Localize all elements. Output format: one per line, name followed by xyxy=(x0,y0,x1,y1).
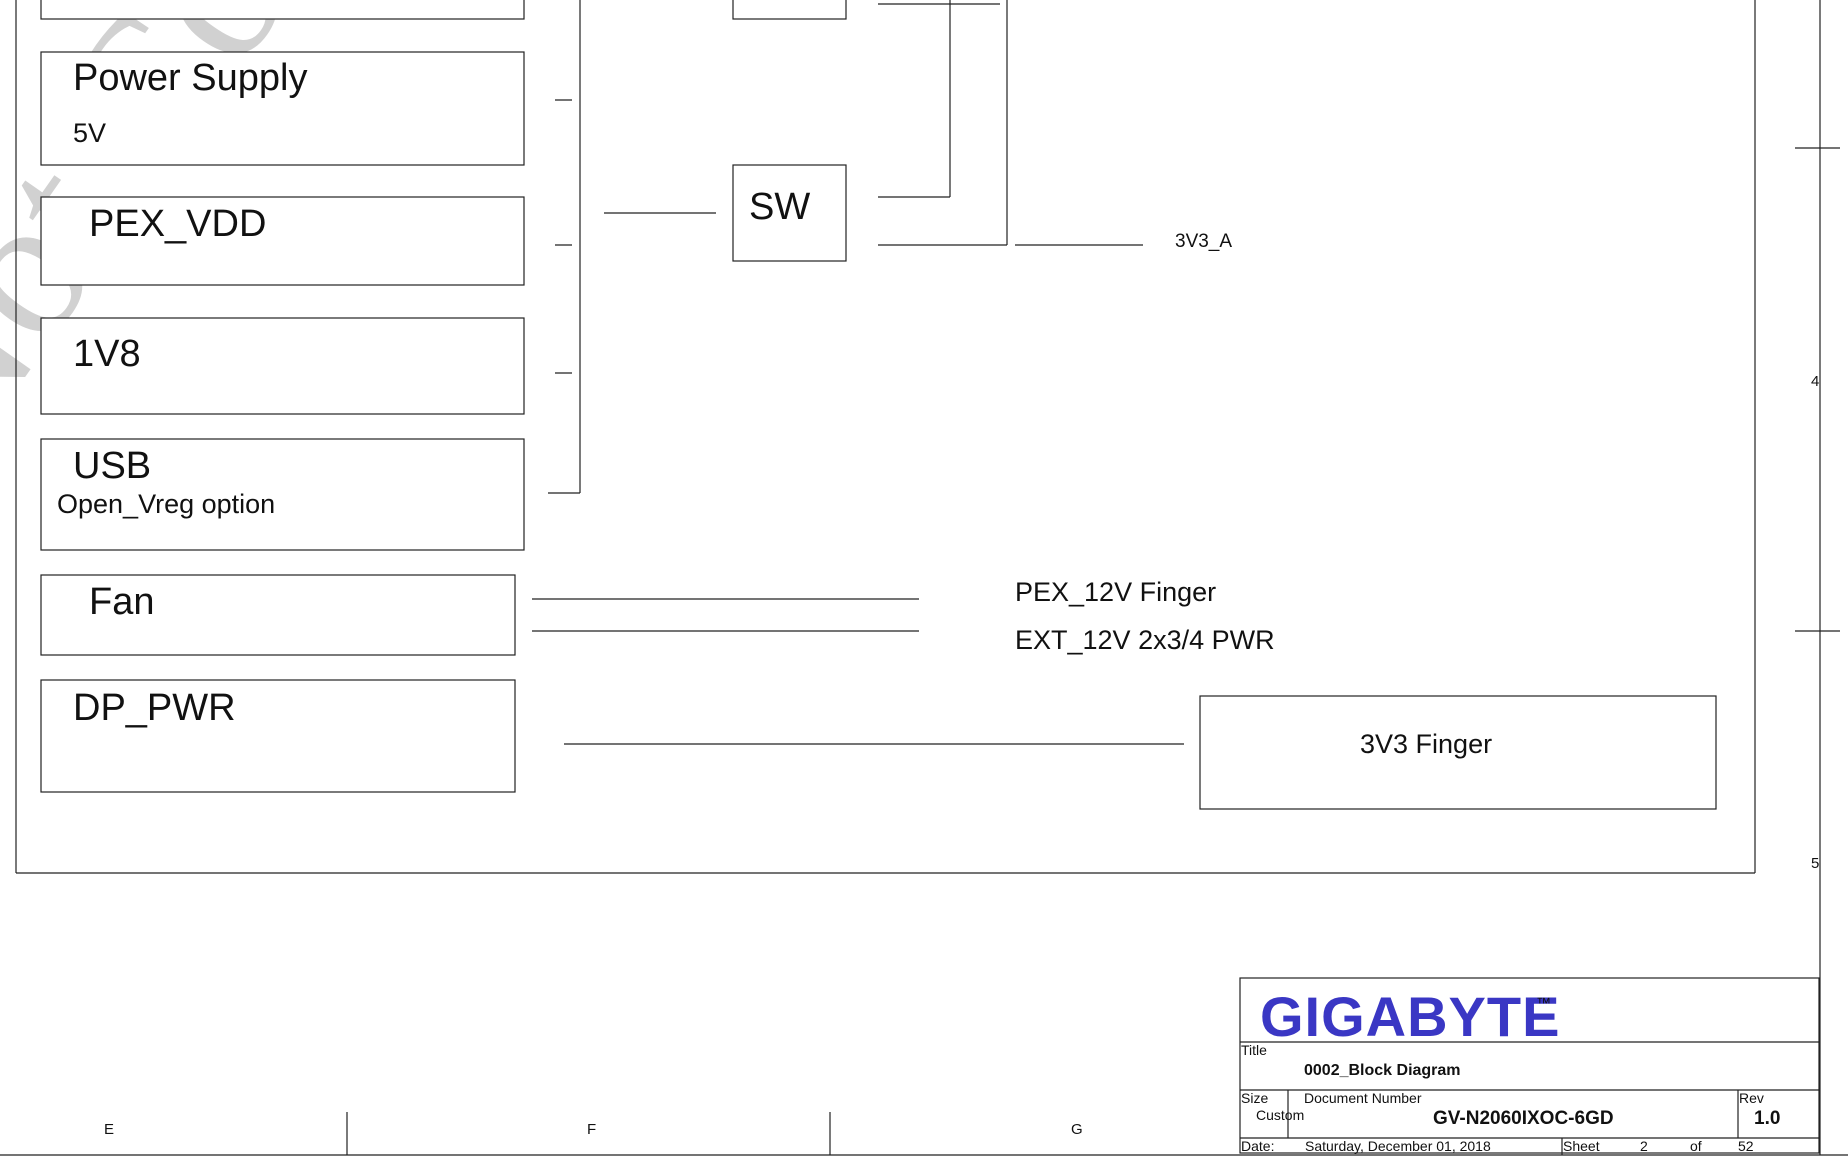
zone-label-e: E xyxy=(104,1121,114,1138)
block-top-partial xyxy=(40,0,525,20)
block-usb xyxy=(40,438,525,551)
size-value: Custom xyxy=(1256,1107,1304,1123)
block-top-partial-2 xyxy=(732,0,847,20)
block-1v8-title: 1V8 xyxy=(73,333,141,375)
block-pex-vdd-title: PEX_VDD xyxy=(89,203,266,245)
gigabyte-logo: GIGABYTE xyxy=(1260,985,1560,1048)
block-sw xyxy=(732,164,847,262)
block-usb-sub: Open_Vreg option xyxy=(57,489,275,519)
block-sw-title: SW xyxy=(749,186,810,228)
title-value: 0002_Block Diagram xyxy=(1304,1062,1461,1079)
title-block-frame xyxy=(1239,977,1820,1154)
block-pex-vdd xyxy=(40,196,525,286)
zone-label-5: 5 xyxy=(1811,855,1819,872)
document-number-label: Document Number xyxy=(1304,1090,1422,1106)
of-label: of xyxy=(1690,1138,1702,1154)
title-label: Title xyxy=(1241,1042,1267,1058)
block-3v3-finger xyxy=(1199,695,1717,810)
zone-label-g: G xyxy=(1071,1121,1083,1138)
sheet-value: 2 xyxy=(1640,1138,1648,1154)
sheet-total: 52 xyxy=(1738,1138,1754,1154)
size-label: Size xyxy=(1241,1090,1268,1106)
block-dp-pwr xyxy=(40,679,516,793)
block-power-supply xyxy=(40,51,525,166)
block-fan-title: Fan xyxy=(89,581,154,623)
gigabyte-logo-tm: ™ xyxy=(1536,995,1551,1012)
block-1v8 xyxy=(40,317,525,415)
net-label-ext12v: EXT_12V 2x3/4 PWR xyxy=(1015,625,1275,655)
block-power-supply-sub: 5V xyxy=(73,118,106,148)
document-number-value: GV-N2060IXOC-6GD xyxy=(1433,1108,1614,1129)
zone-label-f: F xyxy=(587,1121,596,1138)
title-block: GIGABYTE ™ Title 0002_Block Diagram Size… xyxy=(1239,977,1820,1155)
net-label-3v3a: 3V3_A xyxy=(1175,231,1232,252)
sheet-label: Sheet xyxy=(1563,1138,1600,1154)
block-dp-pwr-title: DP_PWR xyxy=(73,687,236,729)
block-power-supply-title: Power Supply xyxy=(73,57,307,99)
zone-label-4: 4 xyxy=(1811,373,1819,390)
block-usb-title: USB xyxy=(73,445,151,487)
date-label: Date: xyxy=(1241,1138,1274,1154)
block-3v3-finger-title: 3V3 Finger xyxy=(1360,729,1492,759)
date-value: Saturday, December 01, 2018 xyxy=(1305,1138,1491,1154)
net-label-pex12v: PEX_12V Finger xyxy=(1015,577,1216,607)
block-fan xyxy=(40,574,516,656)
rev-value: 1.0 xyxy=(1754,1108,1780,1129)
rev-label: Rev xyxy=(1739,1090,1764,1106)
